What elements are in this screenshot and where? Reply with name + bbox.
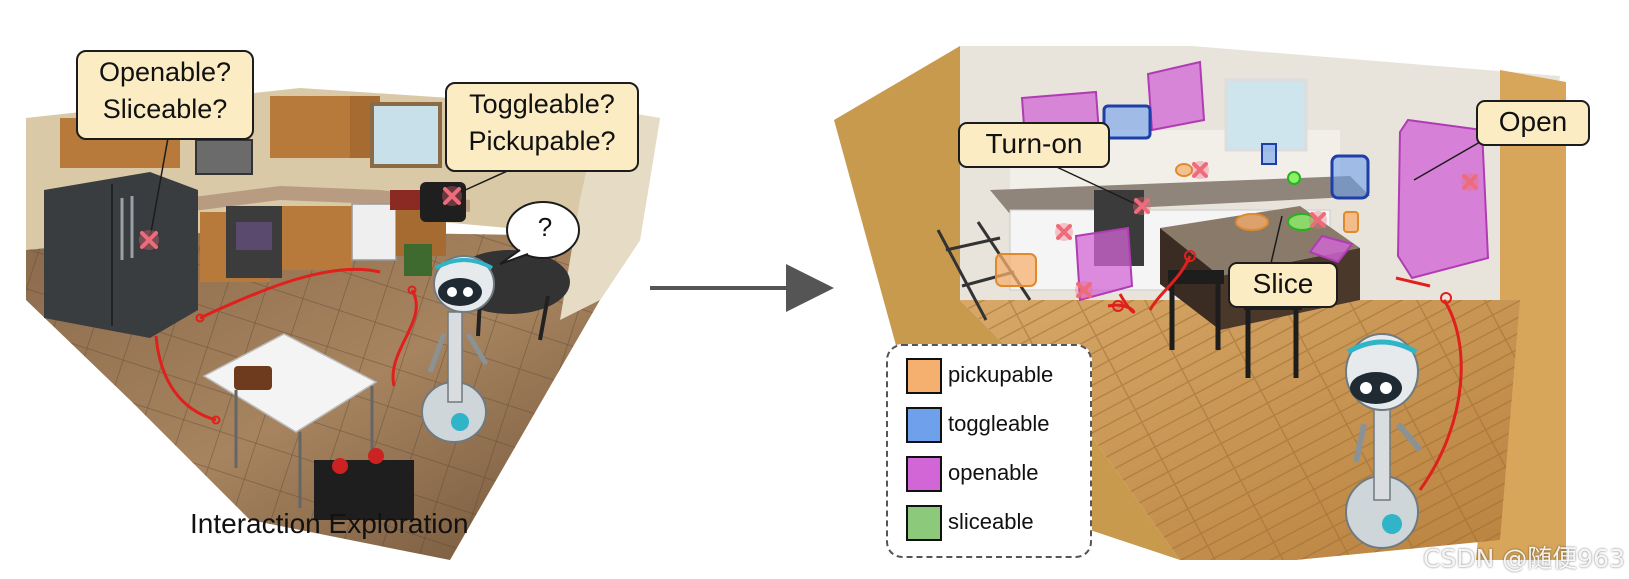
robot-path <box>1395 276 1431 288</box>
thought-bubble-tail <box>499 249 529 265</box>
legend-label: openable <box>948 460 1039 485</box>
bubble-line: Sliceable? <box>102 94 228 124</box>
pickupable-pot <box>995 253 1037 287</box>
x-marker-icon <box>1191 161 1209 179</box>
pointer-line <box>1413 141 1481 181</box>
dishwasher <box>351 203 397 261</box>
robot-question-mark: ? <box>537 212 553 242</box>
pointer-line <box>451 167 515 197</box>
toggleable-toaster <box>1261 143 1277 165</box>
window-right <box>1224 78 1308 152</box>
oven-window <box>236 222 272 250</box>
pointer-line <box>1045 161 1141 207</box>
robot-path <box>154 335 217 422</box>
x-marker-icon <box>442 186 462 206</box>
pickupable-item <box>1235 213 1269 231</box>
back-counter <box>990 176 1370 214</box>
legend-label: toggleable <box>948 411 1050 436</box>
openable-cabinet <box>1146 60 1206 132</box>
path-end <box>407 285 417 295</box>
x-marker-icon <box>1309 211 1327 229</box>
table-leg <box>538 295 550 341</box>
thought-bubble <box>506 201 580 259</box>
x-marker-icon <box>1461 173 1479 191</box>
legend-swatch-openable <box>906 456 942 492</box>
trash-bin <box>404 244 432 276</box>
lower-shelf <box>314 460 414 520</box>
pickupable-item <box>1175 163 1193 177</box>
tomato <box>368 448 384 464</box>
bread-box <box>390 190 420 210</box>
legend: pickupable toggleable openable sliceable <box>886 344 1092 558</box>
bubble-line: Toggleable? <box>469 89 615 119</box>
left-room <box>26 88 660 560</box>
robot-path <box>1107 293 1136 314</box>
lower-cabinet <box>282 206 352 270</box>
legend-swatch-toggleable <box>906 407 942 443</box>
openable-fridge <box>1396 118 1490 280</box>
microwave <box>195 139 253 175</box>
tomato <box>332 458 348 474</box>
openable-drawer <box>1308 234 1354 264</box>
legend-swatch-sliceable <box>906 505 942 541</box>
upper-cabinet <box>270 96 350 158</box>
bubble-toggleable-pickupable: Toggleable? Pickupable? <box>445 82 639 172</box>
pickupable-item <box>1343 211 1359 233</box>
label-slice: Slice <box>1228 262 1338 308</box>
window <box>370 102 442 168</box>
bubble-line: Openable? <box>98 57 232 87</box>
bread <box>234 366 272 390</box>
label-turn-on: Turn-on <box>958 122 1110 168</box>
path-end <box>1440 292 1452 304</box>
robot-path <box>391 289 418 387</box>
robot-path <box>1148 255 1192 311</box>
legend-label: pickupable <box>948 362 1054 387</box>
left-caption: Interaction Exploration <box>190 508 469 539</box>
path-end <box>1184 250 1196 262</box>
x-marker-icon <box>1075 281 1093 299</box>
white-table <box>202 333 378 433</box>
x-marker-icon <box>1133 197 1151 215</box>
stool <box>1168 270 1224 284</box>
label-open: Open <box>1476 100 1590 146</box>
robot-left <box>421 255 495 443</box>
x-marker-icon <box>139 230 159 250</box>
path-end <box>211 415 221 425</box>
legend-label: sliceable <box>948 509 1034 534</box>
path-end <box>1112 300 1124 312</box>
x-marker-icon <box>1055 223 1073 241</box>
robot-path <box>199 267 381 320</box>
toggleable-microwave <box>1102 104 1152 140</box>
bubble-line: Pickupable? <box>468 126 616 156</box>
bubble-openable-sliceable: Openable? Sliceable? <box>76 50 254 140</box>
legend-swatch-pickupable <box>906 358 942 394</box>
openable-cabinet <box>1074 226 1134 302</box>
sliceable-item <box>1287 171 1301 185</box>
toggleable-coffee-machine <box>1330 154 1370 200</box>
robot-right <box>1345 333 1423 549</box>
robot-path <box>1418 299 1463 491</box>
watermark: CSDN @随便963 <box>1423 544 1625 573</box>
pointer-line <box>149 137 169 239</box>
right-wall-left <box>834 46 1180 560</box>
path-start <box>195 313 205 323</box>
